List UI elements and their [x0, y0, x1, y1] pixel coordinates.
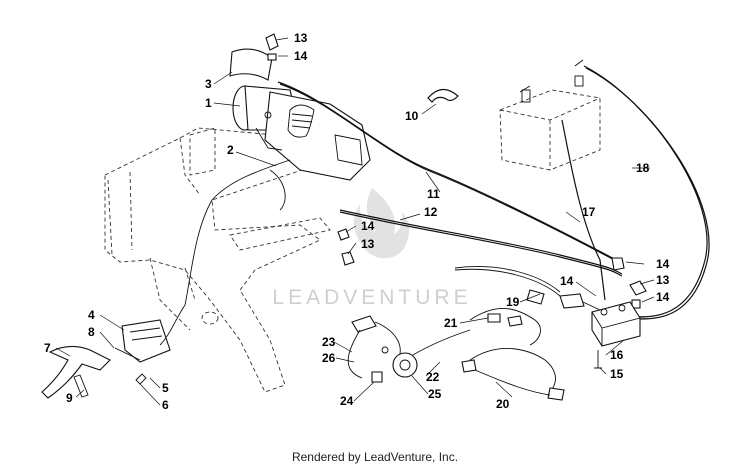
- callout-26: 26: [322, 351, 336, 365]
- frame-outline: [104, 127, 333, 393]
- callout-24: 24: [340, 394, 354, 408]
- cables: [184, 65, 710, 320]
- callout-6: 6: [162, 398, 169, 412]
- callout-labels: 13 14 3 1 2 10 11 12 14 13 17 18 14 13 1…: [44, 31, 670, 412]
- callout-14-right-a: 14: [656, 257, 670, 271]
- callout-9: 9: [66, 391, 73, 405]
- callout-13-right: 13: [656, 273, 670, 287]
- winch-assembly: [229, 33, 371, 181]
- callout-23: 23: [322, 335, 336, 349]
- callout-20: 20: [496, 397, 510, 411]
- leader-lines: [55, 37, 655, 406]
- callout-25: 25: [428, 387, 442, 401]
- callout-11: 11: [427, 187, 440, 201]
- clamp-ring: [427, 88, 459, 103]
- callout-14-right-b: 14: [656, 290, 670, 304]
- solenoid: [591, 301, 641, 369]
- callout-13-mid: 13: [361, 237, 375, 251]
- battery: [499, 59, 601, 171]
- callout-5: 5: [162, 381, 169, 395]
- callout-4: 4: [88, 308, 95, 322]
- fittings: [337, 228, 647, 309]
- callout-3: 3: [205, 77, 212, 91]
- callout-15: 15: [610, 367, 624, 381]
- callout-10: 10: [405, 109, 419, 123]
- callout-7: 7: [44, 341, 51, 355]
- watermark-text: LEADVENTURE: [272, 286, 471, 309]
- watermark: LEADVENTURE: [272, 188, 471, 309]
- callout-18: 18: [636, 161, 650, 175]
- callout-13-top: 13: [294, 31, 308, 45]
- callout-14-top: 14: [294, 49, 308, 63]
- callout-19: 19: [506, 295, 520, 309]
- callout-2: 2: [227, 143, 234, 157]
- rendered-by-footer: Rendered by LeadVenture, Inc.: [291, 450, 459, 464]
- callout-14-mid: 14: [361, 219, 375, 233]
- rocker-switch: [347, 315, 418, 383]
- callout-12: 12: [424, 205, 438, 219]
- callout-16: 16: [610, 348, 624, 362]
- callout-14-solenoid: 14: [560, 274, 574, 288]
- callout-21: 21: [444, 316, 458, 330]
- handlebar-control: [41, 304, 186, 399]
- callout-17: 17: [582, 205, 596, 219]
- callout-1: 1: [205, 96, 212, 110]
- callout-22: 22: [426, 370, 440, 384]
- wiring-harness: [404, 266, 601, 401]
- callout-8: 8: [88, 325, 95, 339]
